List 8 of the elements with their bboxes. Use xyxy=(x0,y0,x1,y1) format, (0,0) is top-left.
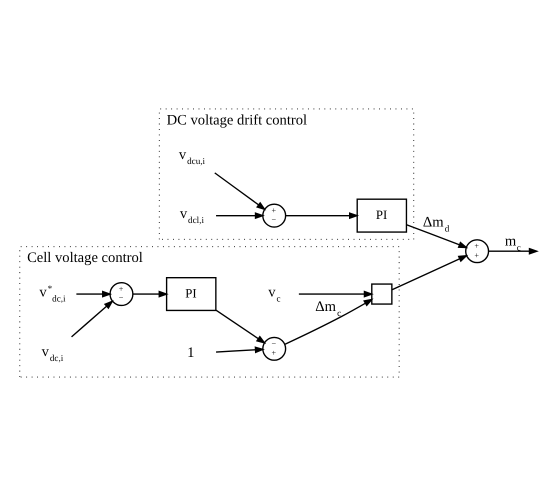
node-text: v$_{c}$ xyxy=(268,284,281,304)
edge-label: m$_{c}$ xyxy=(504,233,521,252)
edge-label: Δm$_{c}$ xyxy=(315,298,342,318)
edge-label: Δm$_{d}$ xyxy=(422,214,450,233)
node-text: v$_{dcl,i}$ xyxy=(180,206,204,225)
node-text: v$_{dc,i}$ xyxy=(42,343,64,362)
node-text: v$_{dcu,i}$ xyxy=(178,146,206,166)
node-text: 1 xyxy=(187,344,194,360)
